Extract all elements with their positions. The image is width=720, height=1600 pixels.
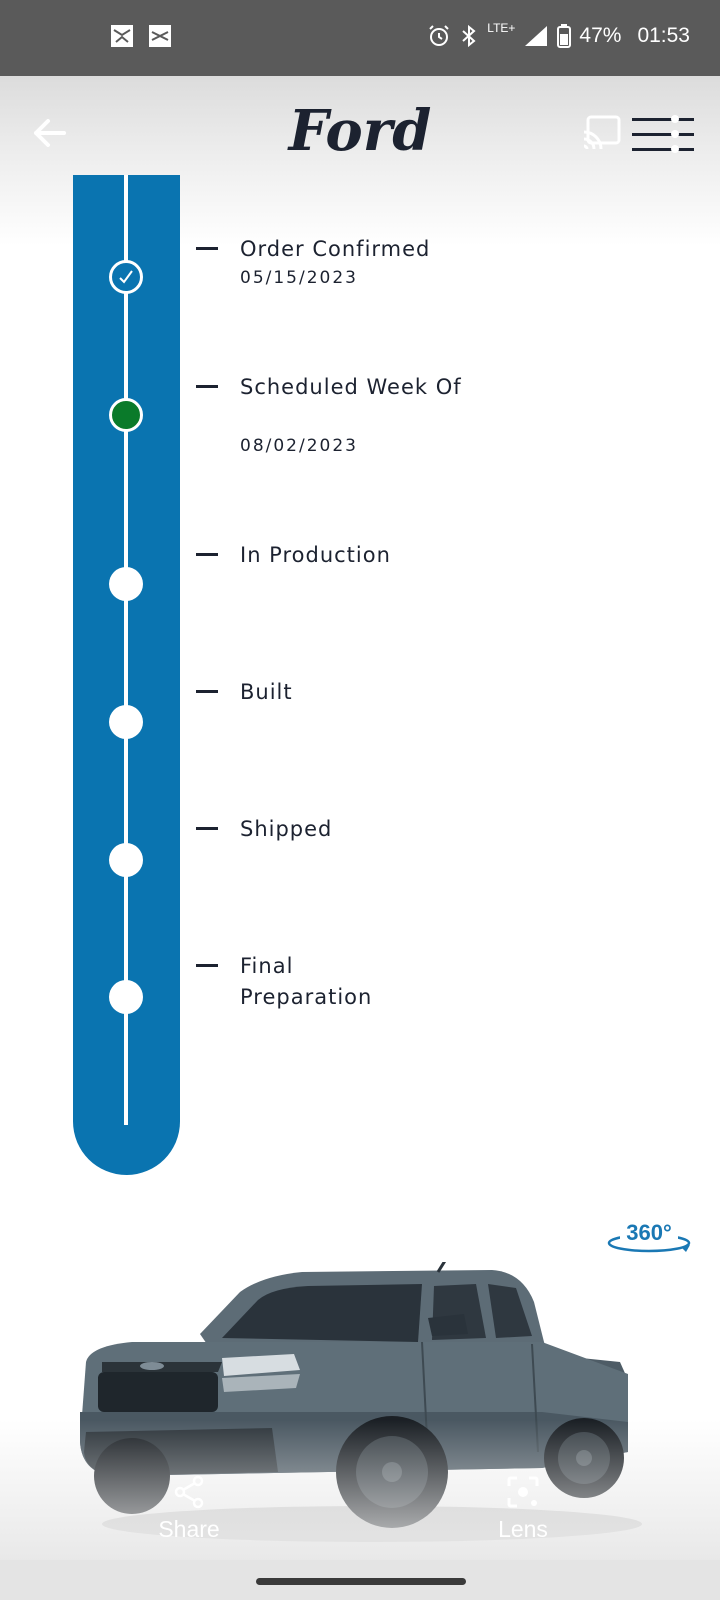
- step-label: Final Preparation: [240, 954, 373, 1009]
- system-icons: LTE+ 47% 01:53: [427, 21, 690, 48]
- step-node-completed: [109, 260, 143, 294]
- step-node-current: [109, 398, 143, 432]
- notification-icon: [149, 25, 171, 47]
- step-dash: [196, 247, 218, 250]
- checkmark-icon: [119, 270, 133, 284]
- navigation-bar: [0, 1560, 720, 1600]
- step-label: Order Confirmed: [240, 237, 431, 261]
- lens-icon: [507, 1476, 539, 1508]
- step-label: In Production: [240, 543, 391, 567]
- step-dash: [196, 690, 218, 693]
- step-date: 08/02/2023: [240, 436, 358, 456]
- back-arrow-icon[interactable]: [26, 110, 72, 156]
- bottom-shade: [0, 1420, 720, 1560]
- step-node-pending: [109, 567, 143, 601]
- step-node-pending: [109, 843, 143, 877]
- share-button[interactable]: Share: [146, 1474, 232, 1543]
- cast-icon[interactable]: [582, 114, 622, 150]
- lens-label: Lens: [498, 1516, 548, 1542]
- home-gesture-handle[interactable]: [256, 1578, 466, 1585]
- step-label: Scheduled Week Of: [240, 375, 462, 399]
- order-progress-track: [73, 175, 180, 1175]
- step-label: Shipped: [240, 817, 333, 841]
- clock: 01:53: [637, 24, 690, 47]
- step-node-pending: [109, 705, 143, 739]
- step-label: Built: [240, 680, 293, 704]
- network-type: LTE+: [487, 21, 516, 35]
- menu-icon[interactable]: [632, 115, 696, 155]
- ford-logo: Ford: [280, 92, 440, 168]
- bluetooth-icon: [462, 24, 476, 48]
- step-date: 05/15/2023: [240, 268, 358, 288]
- notification-icon: [111, 25, 133, 47]
- battery-percent: 47%: [579, 24, 622, 47]
- view-360-button[interactable]: 360°: [606, 1218, 692, 1258]
- alarm-icon: [429, 25, 449, 46]
- step-dash: [196, 964, 218, 967]
- step-node-pending: [109, 980, 143, 1014]
- status-bar: LTE+ 47% 01:53: [0, 0, 720, 76]
- signal-icon: [525, 26, 548, 46]
- step-dash: [196, 553, 218, 556]
- view-360-label: 360°: [626, 1220, 672, 1245]
- share-icon: [174, 1475, 204, 1509]
- share-label: Share: [158, 1516, 220, 1542]
- step-dash: [196, 385, 218, 388]
- lens-button[interactable]: Lens: [478, 1474, 568, 1543]
- ford-logo-mark: Ford: [287, 98, 432, 164]
- progress-line: [124, 175, 128, 1125]
- battery-icon: [557, 24, 572, 48]
- logo-text: Ford: [287, 98, 432, 164]
- step-dash: [196, 827, 218, 830]
- notification-icons: [110, 24, 172, 48]
